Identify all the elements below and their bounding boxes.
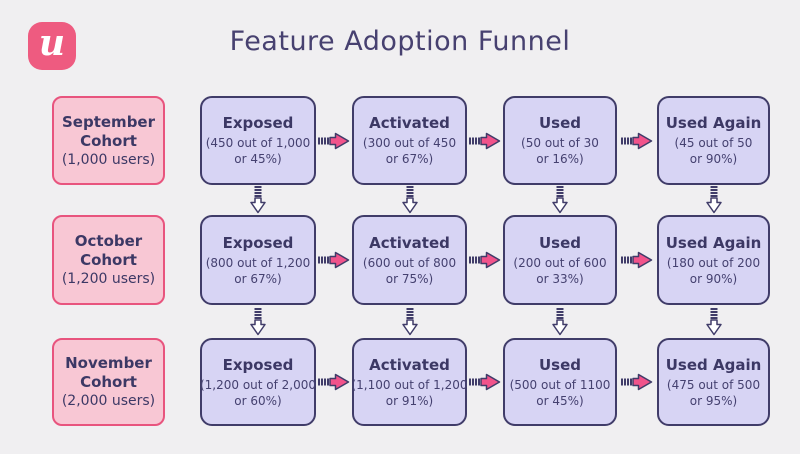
stage-box-exposed-october: Exposed (800 out of 1,200 or 67%) — [200, 215, 316, 305]
stage-detail-line2: or 75%) — [385, 271, 434, 286]
arrow-down-icon — [200, 305, 316, 338]
stage-box-activated-september: Activated (300 out of 450 or 67%) — [352, 96, 467, 185]
stage-label: Used Again — [665, 233, 762, 252]
arrow-down-icon — [352, 185, 467, 215]
stage-box-used-again-october: Used Again (180 out of 200 or 90%) — [657, 215, 770, 305]
stage-label: Used — [538, 114, 582, 132]
arrow-right-icon — [617, 338, 657, 426]
stage-label: Activated — [369, 114, 450, 132]
arrow-down-icon — [657, 185, 770, 215]
stage-detail-line2: or 45%) — [234, 152, 282, 166]
arrow-down-icon — [200, 185, 316, 215]
stage-detail-line2: or 95%) — [689, 393, 738, 408]
stage-box-exposed-november: Exposed (1,200 out of 2,000 or 60%) — [200, 338, 316, 426]
cohort-name: October Cohort — [74, 232, 143, 269]
stage-detail-line1: (45 out of 50 — [674, 136, 753, 150]
arrow-down-icon — [503, 185, 617, 215]
stage-detail-line2: or 90%) — [689, 271, 738, 286]
arrow-right-icon — [617, 215, 657, 305]
stage-detail-line1: (500 out of 1100 — [509, 377, 611, 392]
cohort-box-november: November Cohort (2,000 users) — [52, 338, 165, 426]
stage-label: Used Again — [665, 355, 762, 374]
stage-detail-line1: (180 out of 200 — [666, 255, 761, 270]
cohort-users: (1,000 users) — [61, 151, 156, 168]
stage-detail-line1: (200 out of 600 — [513, 255, 607, 270]
arrow-down-icon — [352, 305, 467, 338]
arrow-down-icon — [503, 305, 617, 338]
stage-detail-line1: (50 out of 30 — [521, 136, 599, 150]
stage-label: Exposed — [222, 114, 294, 132]
stage-detail-line1: (1,200 out of 2,000 — [199, 377, 317, 392]
stage-detail-line1: (300 out of 450 — [362, 136, 457, 150]
stage-detail-line1: (1,100 out of 1,200 — [351, 377, 468, 392]
stage-label: Exposed — [222, 355, 294, 374]
stage-box-exposed-september: Exposed (450 out of 1,000 or 45%) — [200, 96, 316, 185]
stage-label: Used — [538, 355, 582, 374]
stage-box-activated-october: Activated (600 out of 800 or 75%) — [352, 215, 467, 305]
cohort-name: September Cohort — [62, 112, 155, 150]
stage-detail-line2: or 16%) — [536, 152, 584, 166]
arrow-right-icon — [316, 96, 352, 185]
stage-detail-line2: or 67%) — [234, 271, 282, 286]
stage-box-used-september: Used (50 out of 30 or 16%) — [503, 96, 617, 185]
stage-box-used-november: Used (500 out of 1100 or 45%) — [503, 338, 617, 426]
arrow-right-icon — [467, 338, 503, 426]
arrow-right-icon — [617, 96, 657, 185]
stage-label: Exposed — [222, 233, 294, 252]
arrow-right-icon — [316, 338, 352, 426]
userpilot-logo-icon: u — [28, 22, 76, 70]
stage-detail-line2: or 60%) — [234, 393, 282, 408]
arrow-right-icon — [467, 96, 503, 185]
stage-detail-line2: or 91%) — [385, 393, 434, 408]
stage-detail-line1: (475 out of 500 — [666, 377, 761, 392]
stage-detail-line2: or 45%) — [536, 393, 584, 408]
stage-box-used-again-november: Used Again (475 out of 500 or 95%) — [657, 338, 770, 426]
stage-detail-line1: (450 out of 1,000 — [205, 136, 311, 150]
stage-box-used-october: Used (200 out of 600 or 33%) — [503, 215, 617, 305]
cohort-users: (1,200 users) — [61, 271, 156, 287]
stage-label: Used Again — [665, 114, 762, 132]
stage-detail-line1: (800 out of 1,200 — [205, 255, 311, 270]
stage-label: Used — [538, 233, 582, 252]
arrow-down-icon — [657, 305, 770, 338]
stage-label: Activated — [369, 355, 450, 374]
cohort-box-september: September Cohort (1,000 users) — [52, 96, 165, 185]
stage-detail-line2: or 33%) — [536, 271, 584, 286]
stage-label: Activated — [369, 233, 450, 252]
stage-box-used-again-september: Used Again (45 out of 50 or 90%) — [657, 96, 770, 185]
cohort-name: November Cohort — [65, 354, 152, 391]
logo-letter: u — [38, 22, 66, 64]
arrow-right-icon — [316, 215, 352, 305]
stage-detail-line1: (600 out of 800 — [362, 255, 457, 270]
page-title: Feature Adoption Funnel — [229, 26, 571, 57]
cohort-box-october: October Cohort (1,200 users) — [52, 215, 165, 305]
stage-detail-line2: or 90%) — [689, 152, 738, 166]
stage-detail-line2: or 67%) — [385, 152, 434, 166]
arrow-right-icon — [467, 215, 503, 305]
cohort-users: (2,000 users) — [61, 393, 156, 409]
stage-box-activated-november: Activated (1,100 out of 1,200 or 91%) — [351, 338, 468, 426]
